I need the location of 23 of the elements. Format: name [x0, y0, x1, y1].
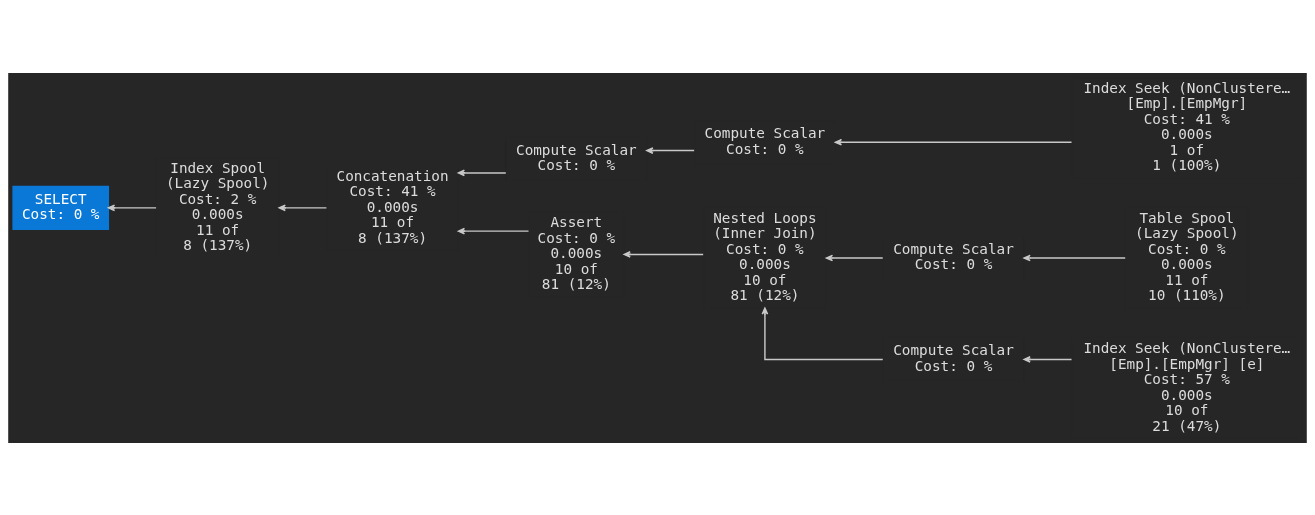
node-text: Compute Scalar Cost: 0 % — [893, 240, 1014, 272]
arrow — [825, 254, 884, 261]
node-text: Index Seek (NonClustere… [Emp].[EmpMgr] Cost: 41 % 0.000s 1 of 1 (100%) — [1083, 79, 1291, 173]
node-text: Compute Scalar Cost: 0 % — [516, 141, 637, 173]
node-text: Compute Scalar Cost: 0 % — [893, 341, 1014, 374]
arrow — [646, 146, 695, 154]
node-text: Table Spool (Lazy Spool) Cost: 0 % 0.000s 11 of 10 (110%) — [1135, 209, 1239, 303]
arrow — [834, 138, 1073, 146]
arrow — [623, 250, 704, 258]
arrow — [1023, 355, 1073, 363]
node-text: Nested Loops (Inner Join) Cost: 0 % 0.000s 10 of 81 (12%) — [713, 209, 817, 303]
node-text: Compute Scalar Cost: 0 % — [704, 124, 826, 157]
arrow — [107, 203, 157, 211]
arrow — [761, 306, 884, 360]
node-box: SELECT Cost: 0 % — [12, 185, 110, 230]
arrow — [457, 227, 530, 235]
node-text: Assert Cost: 0 % 0.000s 10 of 81 (12%) — [537, 213, 616, 292]
arrow — [1023, 254, 1126, 261]
arrow — [457, 169, 507, 176]
node-text: Index Spool (Lazy Spool) Cost: 2 % 0.000s 11 of 8 (137%) — [165, 159, 270, 253]
node-text: Index Seek (NonClustere… [Emp].[EmpMgr] [e] Cost: 57 % 0.000s 10 of 21 (47%) — [1083, 339, 1291, 434]
arrow — [278, 203, 328, 211]
node-text: Concatenation Cost: 41 % 0.000s 11 of 8 (137%) — [336, 167, 449, 246]
